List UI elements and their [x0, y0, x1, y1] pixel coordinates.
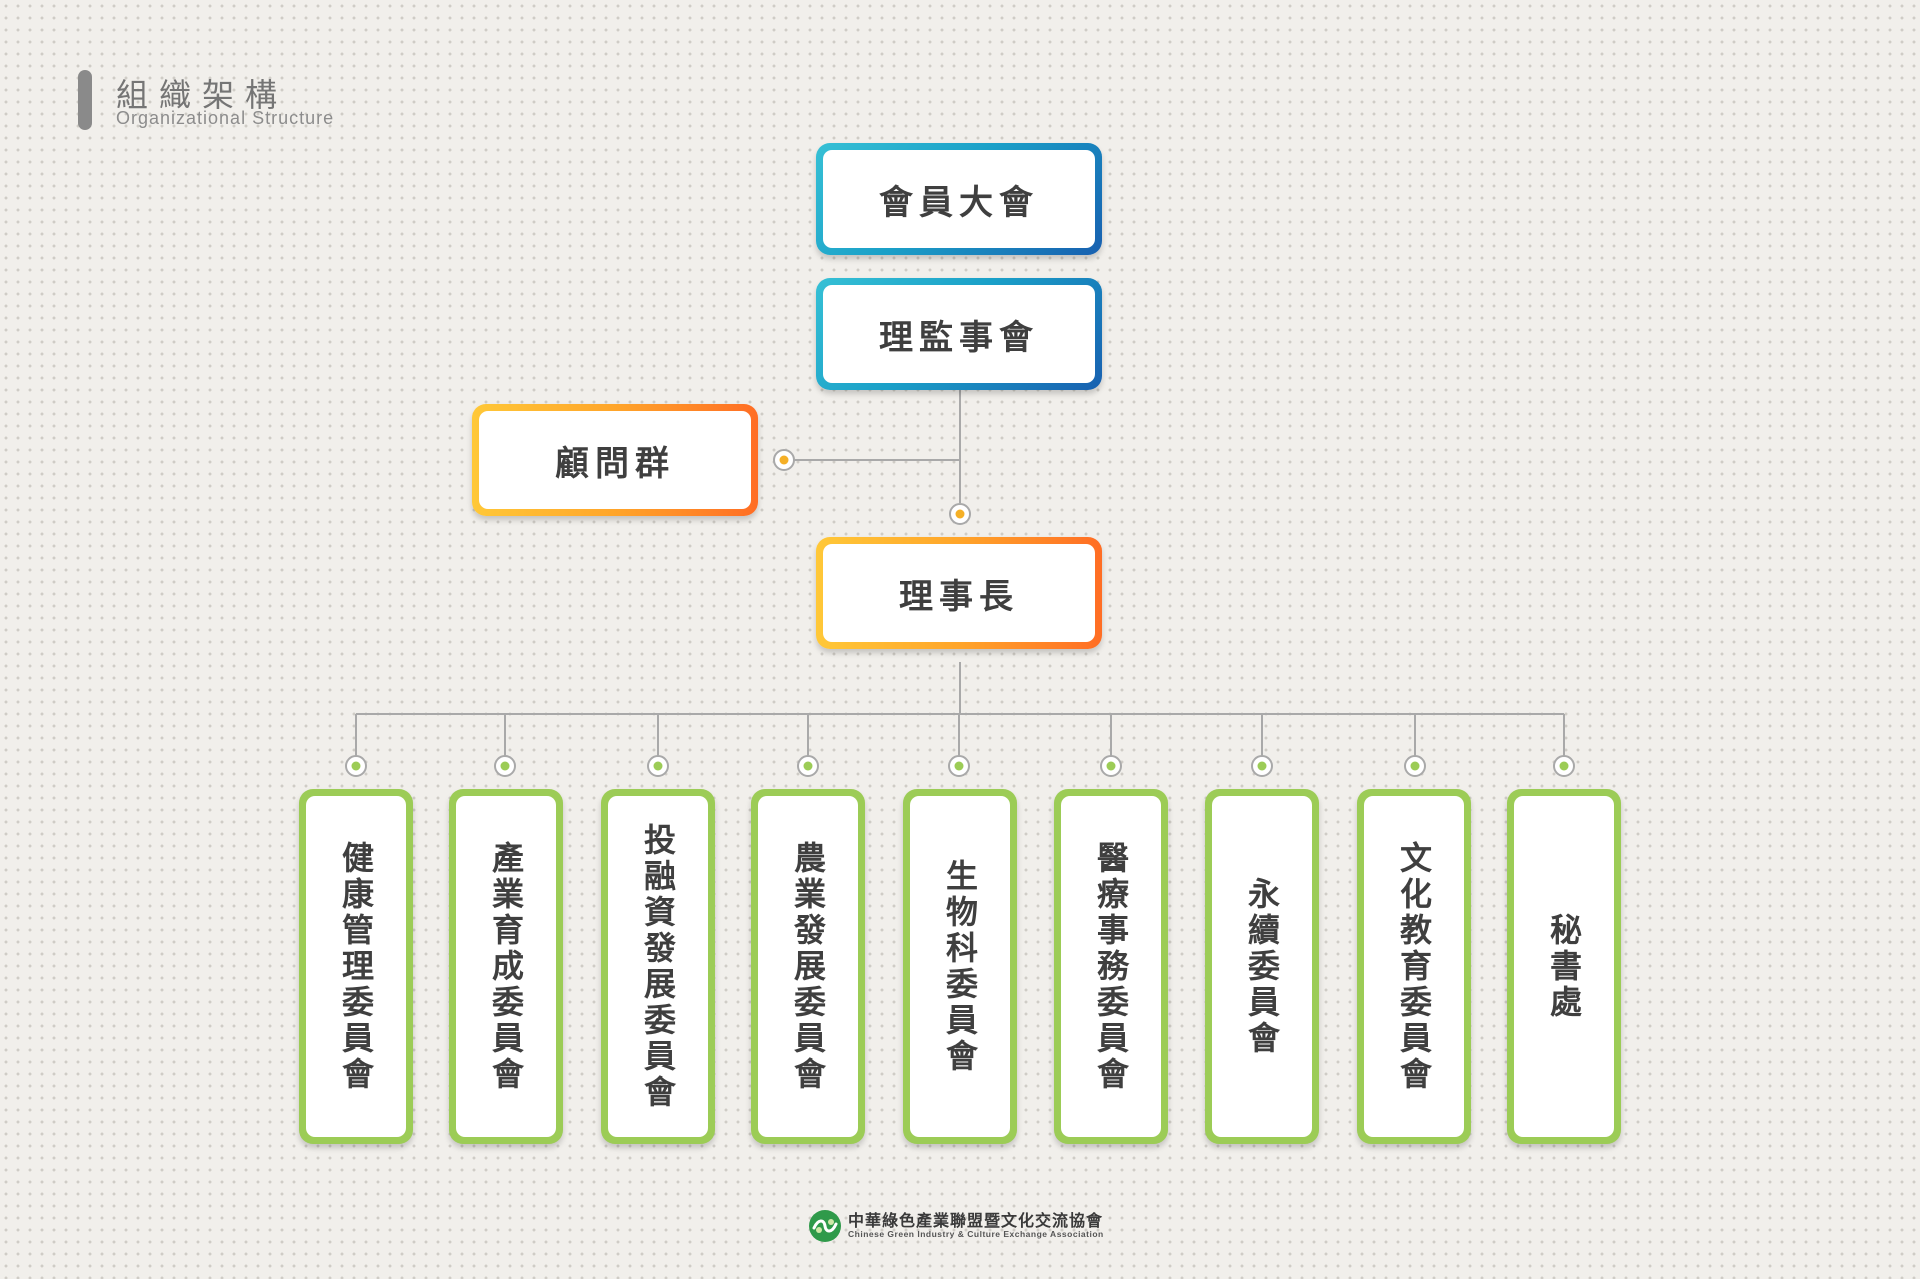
committee-label: 醫療事務委員會	[1061, 796, 1161, 1137]
footer-org-name: 中華綠色產業聯盟暨文化交流協會	[848, 1211, 1104, 1230]
committee-label: 秘書處	[1514, 796, 1614, 1137]
general-assembly-label: 會員大會	[823, 150, 1095, 248]
committee-box: 健康管理委員會	[299, 789, 413, 1144]
board-box: 理監事會	[816, 278, 1102, 390]
committee-label: 農業發展委員會	[758, 796, 858, 1137]
committee-box: 醫療事務委員會	[1054, 789, 1168, 1144]
heading-accent-bar	[78, 70, 92, 130]
committee-label: 健康管理委員會	[306, 796, 406, 1137]
chairman-label: 理事長	[823, 544, 1095, 642]
association-logo-icon	[809, 1210, 841, 1242]
footer-org-name-en: Chinese Green Industry & Culture Exchang…	[848, 1229, 1104, 1239]
committee-box: 永續委員會	[1205, 789, 1319, 1144]
committee-box: 文化教育委員會	[1357, 789, 1471, 1144]
board-label: 理監事會	[823, 285, 1095, 383]
committee-label: 投融資發展委員會	[608, 796, 708, 1137]
advisors-label: 顧問群	[479, 411, 751, 509]
committee-label: 文化教育委員會	[1364, 796, 1464, 1137]
page-subtitle: Organizational Structure	[116, 108, 335, 128]
committee-label: 永續委員會	[1212, 796, 1312, 1137]
committee-box: 農業發展委員會	[751, 789, 865, 1144]
committee-box: 生物科委員會	[903, 789, 1017, 1144]
advisors-box: 顧問群	[472, 404, 758, 516]
committee-label: 生物科委員會	[910, 796, 1010, 1137]
orange-node-dots	[773, 449, 971, 525]
committee-box: 投融資發展委員會	[601, 789, 715, 1144]
green-node-dots	[345, 755, 1575, 777]
general-assembly-box: 會員大會	[816, 143, 1102, 255]
committee-label: 產業育成委員會	[456, 796, 556, 1137]
page-title: 組織架構	[116, 76, 289, 114]
committee-box: 秘書處	[1507, 789, 1621, 1144]
committee-box: 產業育成委員會	[449, 789, 563, 1144]
chairman-box: 理事長	[816, 537, 1102, 649]
